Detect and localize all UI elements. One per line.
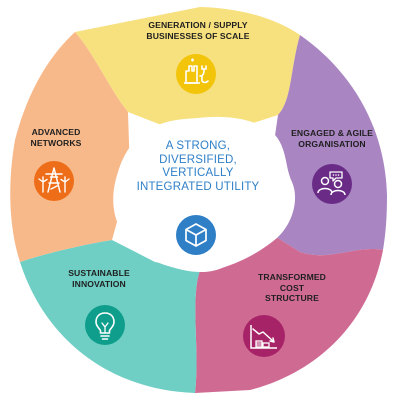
segment-engaged <box>265 35 387 256</box>
center-title-line: VERTICALLY <box>162 167 234 179</box>
label-cost: TRANSFORMED COST STRUCTURE <box>242 272 342 304</box>
label-line: GENERATION / SUPPLY <box>148 20 248 30</box>
label-line: INNOVATION <box>72 278 126 289</box>
center-hub <box>113 116 296 273</box>
center-title-line: A STRONG, <box>165 140 231 152</box>
label-line: TRANSFORMED <box>258 272 326 282</box>
label-line: COST <box>279 282 305 293</box>
segment-cost <box>195 230 383 393</box>
center-title-line: DIVERSIFIED, <box>159 153 237 166</box>
label-line: ADVANCED <box>31 127 81 137</box>
label-line: ENGAGED & AGILE <box>291 128 373 138</box>
label-engaged: ENGAGED & AGILE ORGANISATION <box>274 128 390 149</box>
declining-chart-coins-icon <box>243 315 285 357</box>
pylon-wind-turbine-icon <box>34 161 74 201</box>
label-line: ORGANISATION <box>298 138 366 149</box>
label-line: SUSTAINABLE <box>68 268 130 278</box>
label-line: NETWORKS <box>30 137 82 148</box>
people-speech-icon <box>312 164 352 204</box>
center-title: A STRONG, DIVERSIFIED, VERTICALLY INTEGR… <box>122 140 274 194</box>
segment-networks <box>10 32 130 262</box>
center-title-line: INTEGRATED UTILITY <box>136 180 260 193</box>
label-generation: GENERATION / SUPPLY BUSINESSES OF SCALE <box>128 20 268 41</box>
label-innovation: SUSTAINABLE INNOVATION <box>44 268 154 289</box>
label-line: BUSINESSES OF SCALE <box>146 30 250 41</box>
lightbulb-icon <box>85 305 125 345</box>
label-networks: ADVANCED NETWORKS <box>14 127 98 148</box>
power-plant-plug-icon <box>176 54 216 94</box>
label-line: STRUCTURE <box>265 293 319 303</box>
cube-icon <box>176 215 216 255</box>
